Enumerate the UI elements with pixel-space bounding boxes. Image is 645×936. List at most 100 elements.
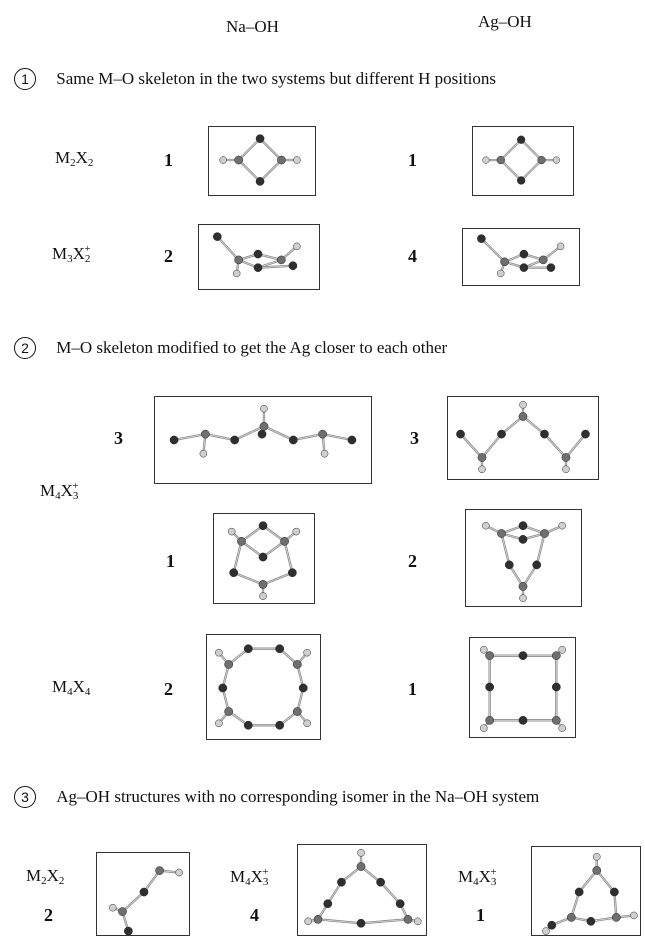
molecule-drawing <box>482 135 560 185</box>
oxygen-atom <box>313 914 323 924</box>
bond-highlight <box>360 918 409 924</box>
hydrogen-atom <box>630 911 638 920</box>
hydrogen-atom <box>293 156 301 164</box>
metal-atom <box>519 263 529 272</box>
hydrogen-atom <box>558 724 566 732</box>
hydrogen-atom <box>219 156 227 164</box>
metal-atom <box>518 521 528 531</box>
formula-m4x3-plus-extra-b: M4X3+ <box>458 866 497 888</box>
oxygen-atom <box>477 453 487 462</box>
bond-highlight <box>143 870 160 893</box>
bond-highlight <box>460 433 483 458</box>
oxygen-atom <box>538 255 548 265</box>
metal-atom <box>323 899 333 909</box>
isomer-number-na-m4x4: 2 <box>164 679 173 699</box>
structure-ag-m4x4 <box>469 637 576 738</box>
isomer-number-ag-m3x2: 4 <box>408 246 417 266</box>
hydrogen-atom <box>562 465 570 473</box>
structure-na-m4x3-cage <box>213 513 315 604</box>
bond-highlight <box>544 433 567 458</box>
isomer-number-ag-m4x4: 1 <box>408 679 417 699</box>
hydrogen-atom <box>199 449 208 458</box>
oxygen-atom <box>592 866 602 875</box>
metal-atom <box>546 263 556 272</box>
metal-atom <box>258 521 268 531</box>
isomer-number-na-m4x3-cage: 1 <box>166 551 175 571</box>
metal-atom <box>547 920 557 930</box>
metal-atom <box>275 644 285 654</box>
bond-highlight <box>205 433 235 441</box>
formula-m2x2: M2X2 <box>55 148 94 169</box>
metal-atom <box>275 720 285 730</box>
structure-ag-m2x2 <box>472 126 574 196</box>
hydrogen-atom <box>480 724 488 732</box>
oxygen-atom <box>403 914 413 924</box>
section-2-heading: 2 M–O skeleton modified to get the Ag cl… <box>14 337 447 359</box>
molecule-drawing <box>212 232 301 278</box>
column-header-ag-oh: Ag–OH <box>478 12 532 31</box>
metal-atom <box>519 249 529 259</box>
hydrogen-atom <box>357 849 365 857</box>
molecule-drawing <box>480 645 566 732</box>
oxygen-atom <box>496 155 505 165</box>
oxygen-atom <box>277 155 286 165</box>
metal-atom <box>456 429 465 439</box>
bond-highlight <box>262 541 285 558</box>
metal-atom <box>485 682 495 692</box>
structure-na-m3x2 <box>198 224 320 290</box>
metal-atom <box>518 535 528 544</box>
metal-atom <box>532 560 542 570</box>
bond-highlight <box>481 238 505 263</box>
bond-highlight <box>233 572 264 585</box>
isomer-number-na-m2x2: 1 <box>164 150 173 170</box>
oxygen-atom <box>540 529 549 538</box>
section-1-heading: 1 Same M–O skeleton in the two systems b… <box>14 68 496 90</box>
bond-highlight <box>500 159 522 181</box>
oxygen-atom <box>292 660 302 669</box>
metal-atom <box>139 887 149 897</box>
bond-highlight <box>238 159 261 182</box>
metal-atom <box>504 560 514 570</box>
bond-highlight <box>263 425 294 441</box>
molecule-drawing <box>477 234 565 278</box>
oxygen-atom <box>234 255 243 265</box>
metal-atom <box>253 249 263 259</box>
oxygen-atom <box>518 582 528 591</box>
bond-highlight <box>259 138 282 161</box>
metal-atom <box>218 683 228 693</box>
isomer-number-na-m3x2: 2 <box>164 246 173 266</box>
bond-highlight <box>217 236 239 261</box>
formula-m4x3-plus-extra-a: M4X3+ <box>230 866 269 888</box>
metal-atom <box>497 429 506 439</box>
bond-highlight <box>262 525 285 542</box>
metal-atom <box>230 435 240 445</box>
bond-highlight <box>284 541 293 573</box>
metal-atom <box>477 234 486 243</box>
bond-highlight <box>501 416 524 435</box>
metal-atom <box>395 899 405 909</box>
metal-atom <box>581 429 590 439</box>
metal-atom <box>518 715 528 725</box>
oxygen-atom <box>497 529 506 538</box>
bond-highlight <box>520 139 542 161</box>
hydrogen-atom <box>558 645 566 654</box>
molecule-drawing <box>304 849 422 928</box>
oxygen-atom <box>537 155 546 165</box>
molecule-drawing <box>215 644 311 730</box>
bond-highlight <box>173 433 206 441</box>
oxygen-atom <box>280 537 289 546</box>
bond-highlight <box>241 541 264 558</box>
structure-ag-m4x3-chain <box>447 396 599 480</box>
metal-atom <box>243 644 253 654</box>
bond-highlight <box>380 881 401 904</box>
oxygen-atom <box>259 421 269 431</box>
oxygen-atom <box>500 257 509 267</box>
metal-atom <box>229 568 239 578</box>
hydrogen-atom <box>497 269 505 278</box>
hydrogen-atom <box>542 927 550 935</box>
bond-highlight <box>293 433 323 441</box>
oxygen-atom <box>292 707 302 716</box>
bond-highlight <box>596 870 615 893</box>
hydrogen-atom <box>480 645 488 654</box>
hydrogen-atom <box>478 465 486 473</box>
